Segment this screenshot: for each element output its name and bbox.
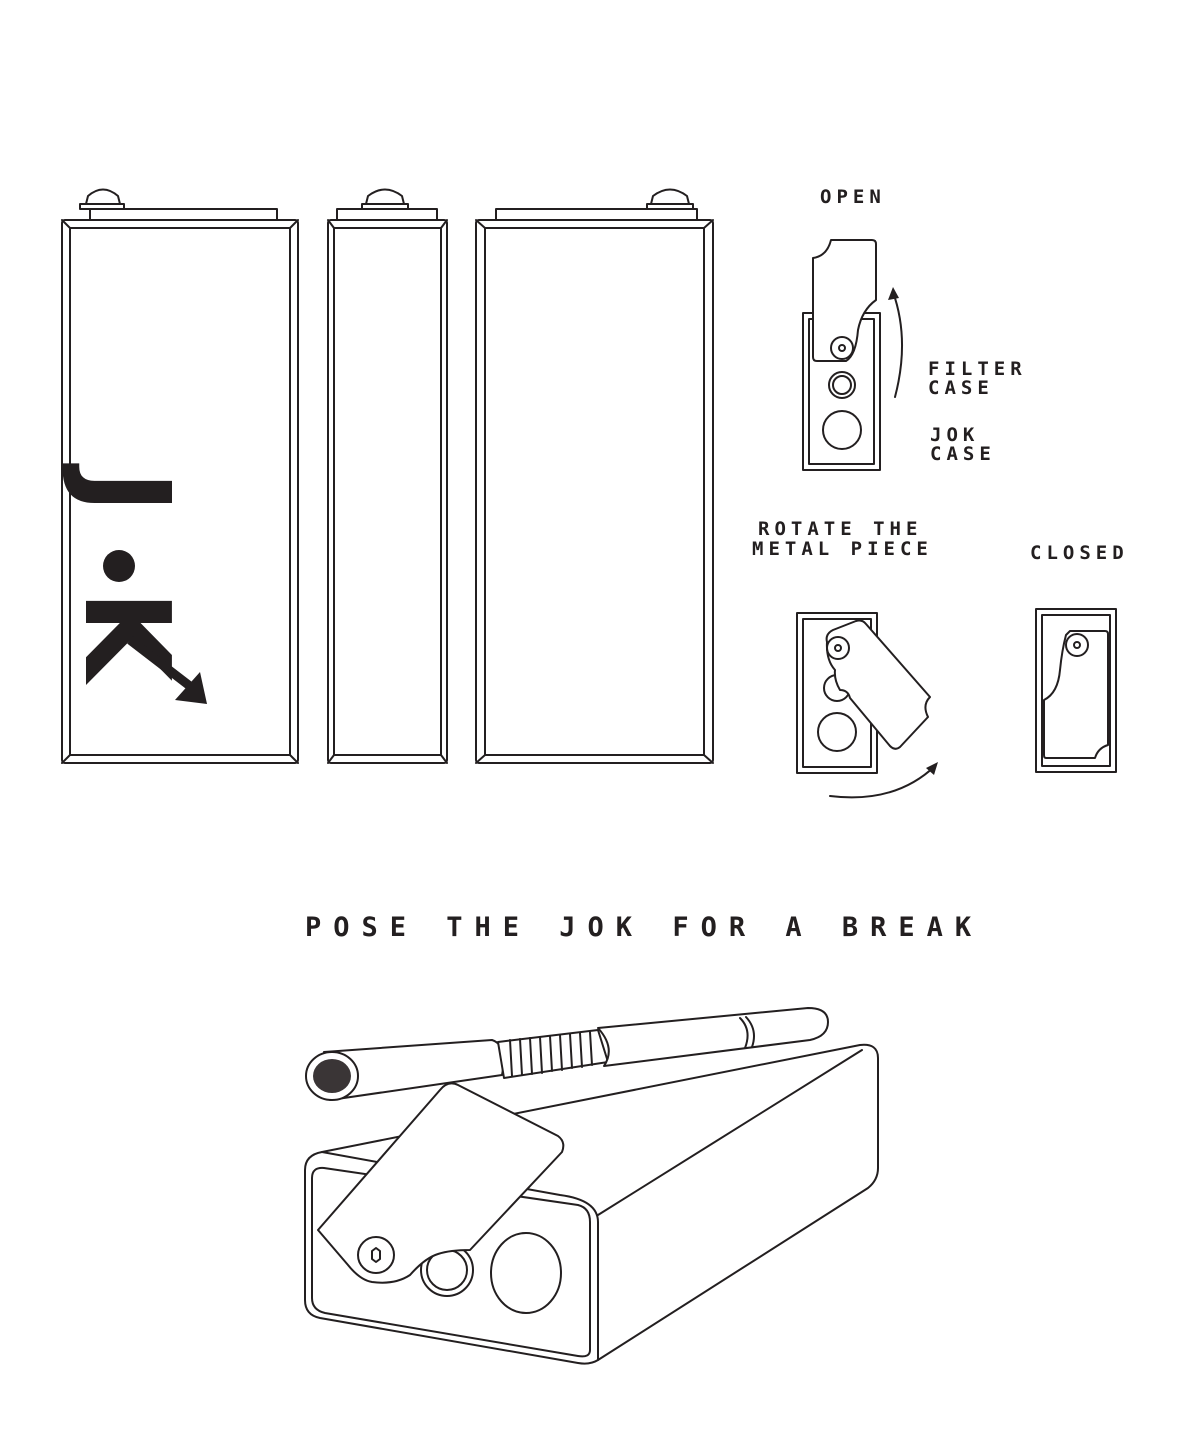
cigarette-body [597,1007,829,1067]
front-view: J K [58,188,299,764]
svg-text:CLOSED: CLOSED [1030,542,1129,564]
svg-text:METAL PIECE: METAL PIECE [752,538,933,560]
jok-logo: J [58,463,196,514]
metal-piece-open [317,1082,565,1284]
jok-break-illustration [304,1007,879,1365]
closed-state-diagram: CLOSED [1030,542,1129,773]
rotate-arrow [892,291,904,398]
logo-arrow [175,672,207,704]
metal-piece [825,619,931,750]
svg-text:FILTER: FILTER [928,358,1027,380]
section-title: POSE THE JOK FOR A BREAK [305,912,983,943]
closed-plate [1043,630,1109,759]
back-view [475,188,714,764]
svg-text:CASE: CASE [930,443,996,465]
open-state-diagram: OPEN FILTER CASE JOK CASE [802,186,1027,471]
svg-text:JOK: JOK [930,424,979,446]
side-view [327,188,448,764]
filter-plate [812,239,877,362]
ember [313,1059,351,1093]
svg-text:CASE: CASE [928,377,994,399]
button-dome [85,188,121,205]
label-open: OPEN [820,186,886,208]
rotate-state-diagram: ROTATE THE METAL PIECE [752,518,938,799]
logo-dot [103,550,135,582]
svg-text:ROTATE THE: ROTATE THE [758,518,922,540]
